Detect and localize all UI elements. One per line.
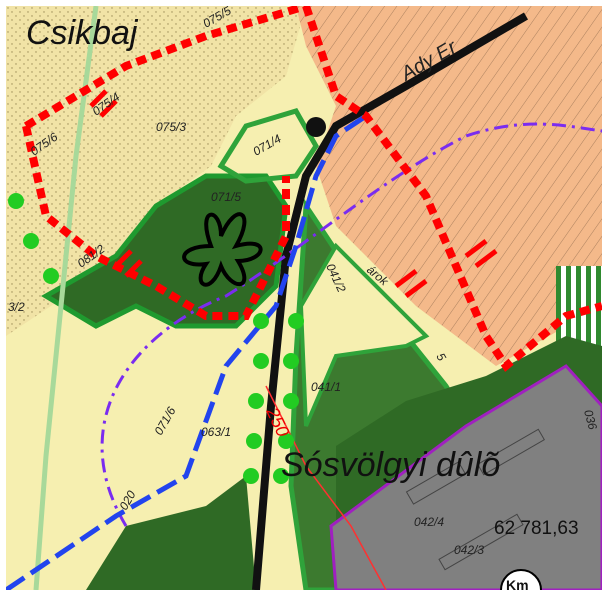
building-outlines	[405, 428, 545, 571]
parcel-label: 075/3	[156, 120, 186, 134]
map-frame[interactable]: Csikbaj Sósvölgyi dûlõ Ady Er 62 781,63 …	[6, 6, 602, 590]
area-value-label: 62 781,63	[494, 518, 579, 539]
forest-zone-south[interactable]	[86, 476, 256, 590]
parcel-label: 042/4	[414, 515, 444, 529]
red-thin-line	[265, 385, 387, 590]
parcel-label: 041/1	[311, 380, 341, 394]
blue-line	[6, 113, 368, 590]
main-road[interactable]	[252, 12, 529, 590]
km-badge-label: Km	[506, 577, 529, 590]
point-marker[interactable]	[306, 117, 326, 137]
parcel-outline-071-4	[217, 108, 319, 184]
red-boundary-west	[22, 6, 308, 320]
trail-line	[33, 6, 99, 590]
place-name-csikbaj: Csikbaj	[26, 14, 139, 52]
purple-boundary	[100, 122, 602, 527]
parcel-label: 3/2	[8, 300, 25, 314]
parcel-label: 063/1	[201, 425, 231, 439]
zoning-map[interactable]: Csikbaj Sósvölgyi dûlõ Ady Er 62 781,63 …	[6, 6, 602, 590]
protected-tree-symbol[interactable]	[182, 212, 263, 287]
parcel-yellow-041-1[interactable]	[298, 242, 430, 427]
forest-zone-west[interactable]	[41, 173, 289, 329]
residential-zone[interactable]	[296, 6, 602, 366]
km-badge[interactable]: Km	[500, 569, 542, 590]
place-name-sosvolgyi-dulo: Sósvölgyi dûlõ	[281, 446, 500, 484]
tree-row	[8, 193, 304, 484]
red-boundary-east	[302, 6, 602, 372]
parcel-label: 042/3	[454, 543, 484, 557]
red-hatch-marks	[89, 89, 498, 298]
parcel-label: 036	[581, 408, 600, 431]
industrial-block[interactable]	[329, 364, 602, 590]
parcel-label: 071/5	[211, 190, 241, 204]
